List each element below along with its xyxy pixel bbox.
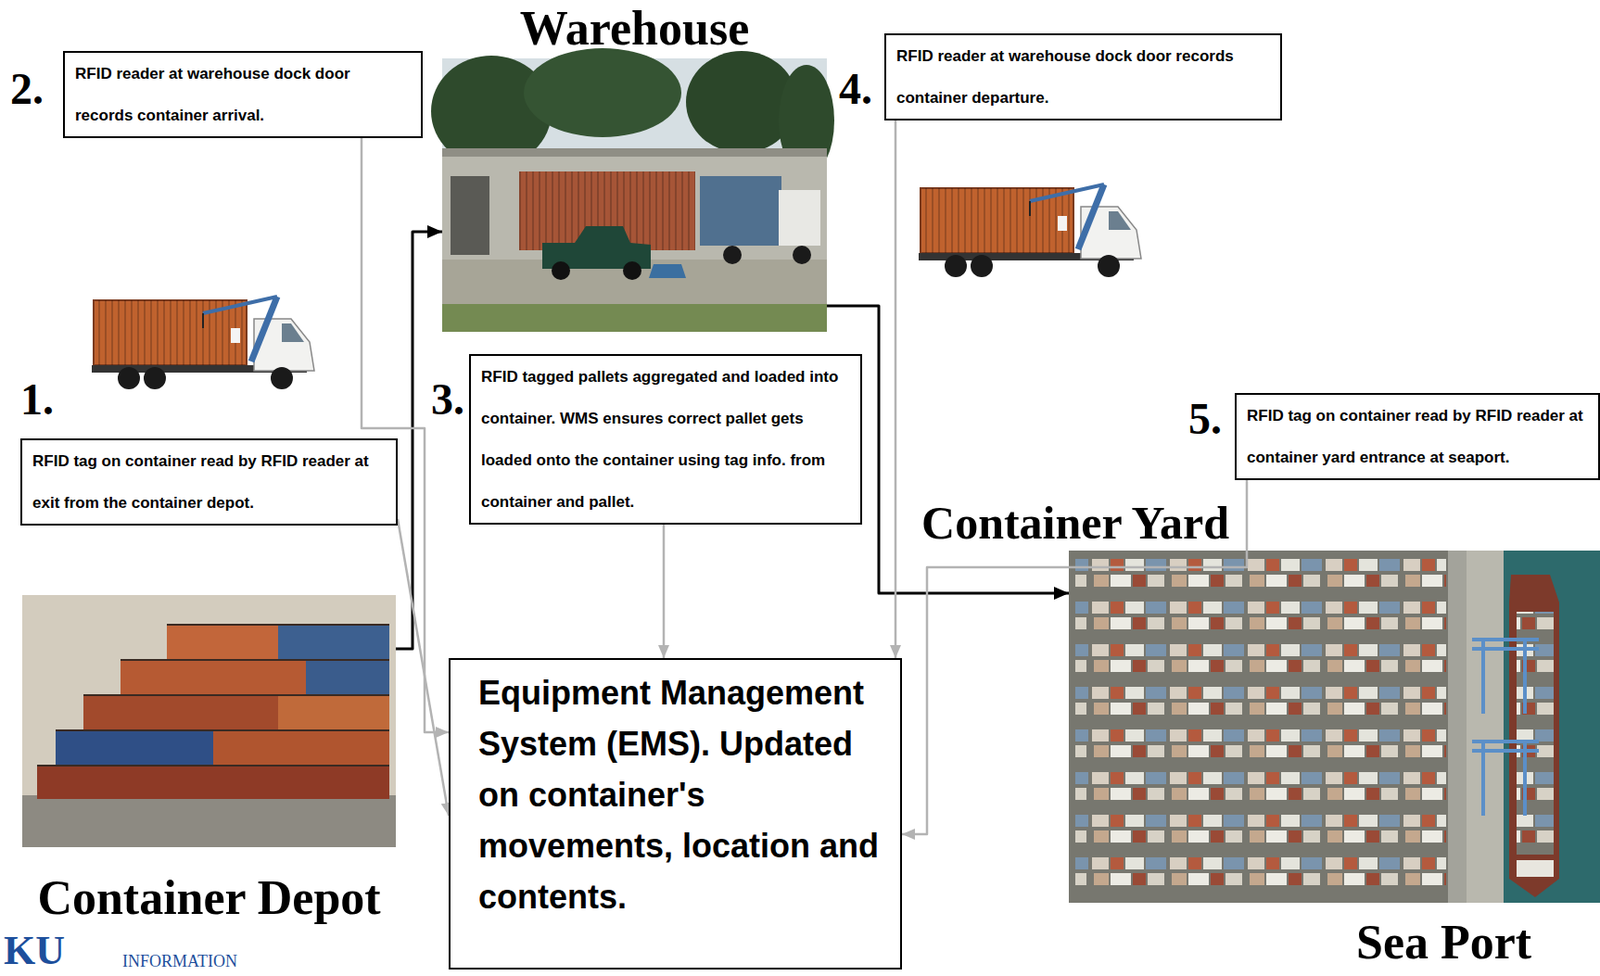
stacked-container [37,765,390,800]
place-heading: Container Yard [921,497,1230,549]
stacked-container [166,624,279,661]
box-text: RFID reader at warehouse dock door recor… [75,52,408,137]
wheel [551,261,571,280]
stacked-container [120,660,306,696]
data-link [894,120,898,659]
gantry-cranes [1472,639,1539,816]
container [699,176,782,246]
stacked-container [278,624,390,661]
place-photo: Container YardSea Port [1068,550,1600,903]
depot-photo [22,595,396,848]
place-photo: Container Depot [22,595,396,848]
truck [918,184,1142,278]
truck [91,296,315,390]
callout-box: RFID reader at warehouse dock door recor… [884,33,1283,121]
pavement [442,259,827,305]
flow-arrow [395,231,443,649]
place-photo: Warehouse [442,58,827,332]
data-link [397,519,449,816]
grass [442,304,827,332]
wheel [622,261,642,280]
stacked-container [55,730,214,766]
callout-number: 4. [838,64,873,115]
box-text: Equipment Management System (EMS). Updat… [478,667,888,923]
container-rows [1075,558,1447,896]
place-heading: Warehouse [520,1,750,55]
stack-seams [37,624,390,766]
box-text: RFID tagged pallets aggregated and loade… [481,355,848,523]
data-link [662,524,666,659]
callout-box: RFID tag on container read by RFID reade… [1234,393,1600,481]
dock-door [450,176,490,255]
warehouse-roof [442,148,827,157]
truck-cab [778,190,821,246]
place-heading: Container Depot [37,871,381,925]
quay [1466,550,1504,903]
callout-number: 2. [10,64,44,115]
flow-arrow [826,305,1069,594]
water [1503,550,1600,903]
system-box: Equipment Management System (EMS). Updat… [448,658,902,970]
callout-number: 1. [20,375,54,425]
stacked-container [278,695,390,731]
callout-box: RFID tagged pallets aggregated and loade… [469,354,863,525]
logo-mark: KU [3,930,65,972]
callout-number: 5. [1188,394,1222,445]
port-ground [1068,550,1600,903]
box-text: RFID tag on container read by RFID reade… [1246,394,1586,479]
ship-hull [1509,574,1560,898]
ground [22,795,396,848]
logo-text: INFORMATION [122,952,238,972]
warehouse-photo [431,48,835,332]
stacked-container [213,730,390,766]
road [1447,550,1467,903]
callout-box: RFID tag on container read by RFID reade… [20,438,398,526]
data-link [901,480,1247,835]
dock-ramp [648,264,686,279]
seaport-photo [1068,550,1600,903]
sky [22,595,396,848]
stacked-container [305,660,390,696]
wheel [723,245,742,265]
warehouse-wall [442,148,827,260]
ship-bridge [1516,860,1554,877]
box-text: RFID reader at warehouse dock door recor… [896,35,1268,119]
stacked-container [83,695,279,731]
wheel [792,245,812,265]
data-link [361,138,449,733]
tree [523,48,682,138]
place-heading: Sea Port [1356,915,1532,969]
callout-number: 3. [431,375,465,425]
box-text: RFID tag on container read by RFID reade… [32,440,383,524]
callout-box: RFID reader at warehouse dock door recor… [63,50,423,139]
